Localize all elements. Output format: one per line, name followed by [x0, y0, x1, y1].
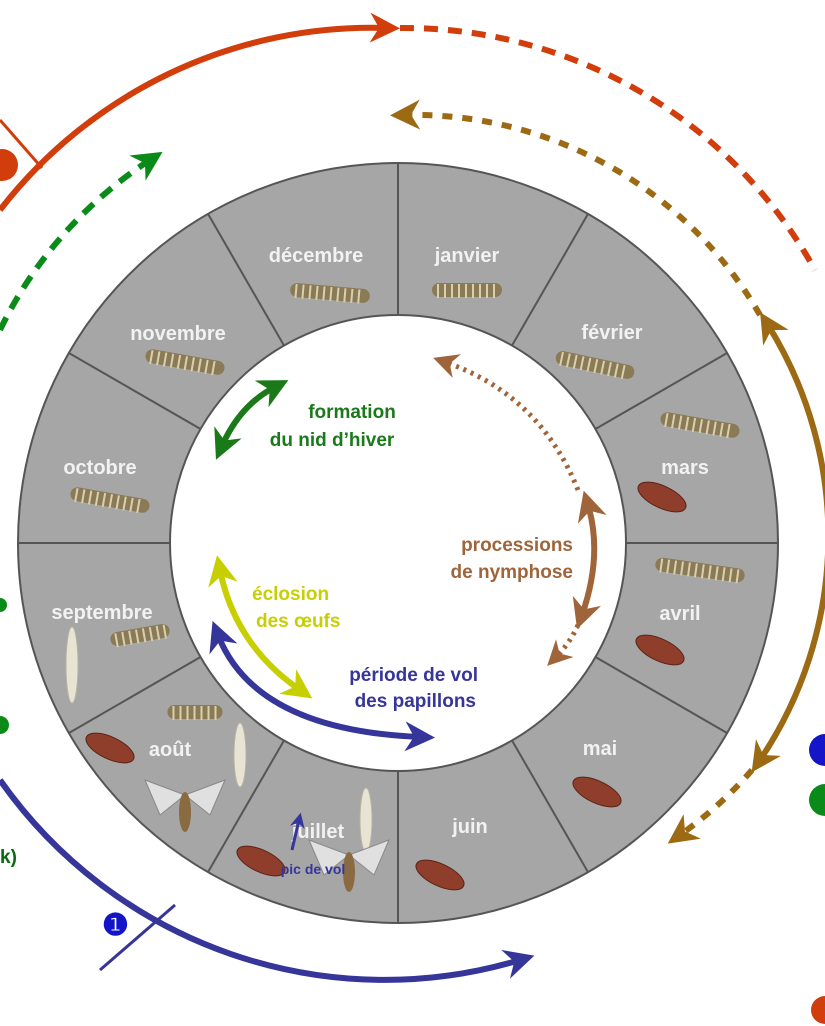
edge-dot-green-left2	[0, 716, 9, 734]
marker-1: ❶	[102, 909, 129, 942]
proc-dotted-arrow-top	[433, 354, 581, 491]
month-fevrier: février	[581, 322, 642, 344]
marker-3: ❸	[0, 159, 6, 181]
pic-arrow	[289, 812, 305, 851]
month-divider	[594, 656, 728, 734]
eclosion-label-line2: des œufs	[256, 611, 340, 632]
red-dashed-arc	[399, 24, 818, 272]
month-septembre: septembre	[51, 602, 152, 624]
edge-dot-green-left	[0, 598, 7, 612]
nid-label-line1: formation	[308, 402, 396, 423]
chrysalis-icon	[415, 859, 465, 891]
month-avril: avril	[659, 603, 700, 625]
eclosion-label-line1: éclosion	[252, 584, 329, 605]
blue-bracket-line	[99, 903, 176, 972]
marker-k: k)	[0, 847, 17, 868]
month-aout: août	[149, 739, 192, 761]
month-novembre: novembre	[130, 323, 226, 345]
blue-solid-arc	[0, 778, 535, 983]
month-decembre: décembre	[269, 245, 364, 267]
moth-icon	[308, 839, 390, 892]
proc-label-line1: processions	[461, 535, 573, 556]
vol-label-line1: période de vol	[349, 665, 478, 686]
egg-cluster-icon	[65, 626, 79, 704]
month-divider	[207, 213, 285, 347]
edge-dot-green	[809, 784, 825, 816]
caterpillar-icon	[655, 557, 745, 584]
caterpillar-icon	[555, 351, 635, 380]
marker-3-bg	[0, 149, 18, 181]
month-divider	[68, 656, 202, 734]
chrysalis-icon	[85, 732, 135, 764]
month-divider	[68, 352, 202, 430]
chrysalis-icon	[637, 481, 687, 513]
egg-cluster-icon	[233, 722, 247, 788]
proc-solid-arrow	[572, 490, 607, 630]
creature-illustrations	[65, 283, 745, 892]
proc-label-line2: de nymphose	[451, 562, 573, 583]
month-mai: mai	[583, 738, 617, 760]
vol-label-line2: des papillons	[355, 691, 476, 712]
nid-label-line2: du nid d’hiver	[270, 430, 395, 451]
month-mars: mars	[661, 457, 709, 479]
red-solid-arc	[0, 12, 400, 212]
month-juin: juin	[451, 816, 488, 838]
pic-label: pic de vol	[281, 861, 346, 877]
month-dividers	[18, 163, 778, 923]
caterpillar-icon	[432, 283, 502, 298]
caterpillar-icon	[110, 624, 170, 648]
brown-solid-arc	[751, 312, 825, 773]
brown-dashed-arc-bottom	[667, 768, 755, 844]
caterpillar-icon	[660, 412, 740, 439]
month-divider	[511, 739, 589, 873]
caterpillar-icon	[145, 349, 225, 376]
green-dashed-arc	[0, 151, 163, 332]
caterpillar-icon	[167, 705, 223, 720]
chrysalis-icon	[236, 845, 286, 877]
edge-dot-blue	[809, 734, 825, 766]
month-divider	[207, 739, 285, 873]
egg-cluster-icon	[359, 787, 373, 853]
chrysalis-icon	[635, 634, 685, 666]
edge-dot-red	[811, 996, 825, 1024]
caterpillar-icon	[70, 487, 150, 514]
month-divider	[511, 213, 589, 347]
month-octobre: octobre	[63, 457, 136, 479]
month-janvier: janvier	[434, 245, 500, 267]
moth-icon	[144, 779, 226, 832]
caterpillar-icon	[290, 283, 370, 304]
red-bracket-line	[0, 119, 44, 169]
month-divider	[594, 352, 728, 430]
brown-dashed-arc-top	[390, 99, 763, 317]
vol-arrow	[209, 621, 435, 752]
chrysalis-icon	[572, 776, 622, 808]
nid-arrow	[214, 380, 289, 460]
